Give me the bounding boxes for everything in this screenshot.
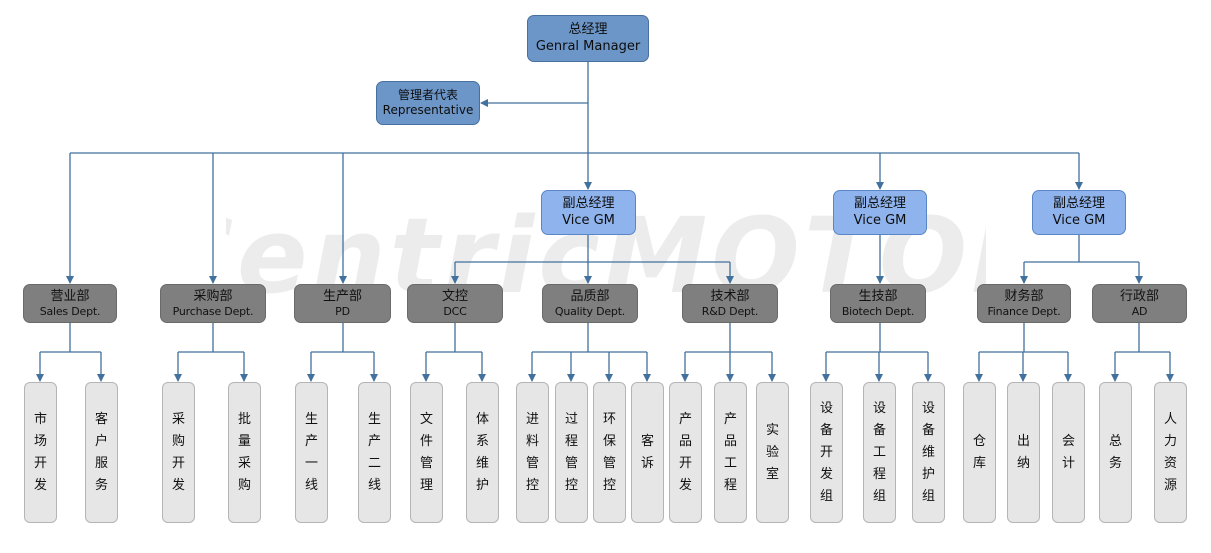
- leaf-env-control: 环保管控: [593, 382, 626, 523]
- vice-gm-en: Vice GM: [562, 212, 615, 228]
- dept-rnd-box: 技术部 R&D Dept.: [682, 284, 778, 323]
- dept-purchase-box: 采购部 Purchase Dept.: [160, 284, 266, 323]
- leaf-label: 实验室: [765, 422, 779, 482]
- vice-gm-cn: 副总经理: [562, 196, 615, 212]
- general-manager-en: Genral Manager: [535, 38, 641, 54]
- leaf-label: 客诉: [640, 433, 654, 471]
- dept-en: DCC: [443, 304, 467, 318]
- leaf-general-affairs: 总务: [1099, 382, 1132, 523]
- general-manager-box: 总经理 Genral Manager: [527, 15, 649, 62]
- representative-box: 管理者代表 Representative: [376, 81, 480, 125]
- leaf-label: 总务: [1108, 433, 1122, 471]
- leaf-line-2: 生产二线: [358, 382, 391, 523]
- leaf-line-1: 生产一线: [295, 382, 328, 523]
- leaf-label: 生产一线: [304, 411, 318, 493]
- leaf-label: 生产二线: [367, 411, 381, 493]
- general-manager-cn: 总经理: [568, 22, 608, 38]
- leaf-label: 批量采购: [237, 411, 251, 493]
- leaf-product-eng: 产品工程: [714, 382, 747, 523]
- leaf-label: 仓库: [972, 433, 986, 471]
- dept-en: Sales Dept.: [39, 304, 101, 318]
- leaf-label: 环保管控: [602, 411, 616, 493]
- dept-en: R&D Dept.: [701, 304, 759, 318]
- leaf-process-control: 过程管控: [555, 382, 588, 523]
- dept-finance-box: 财务部 Finance Dept.: [977, 284, 1071, 323]
- vice-gm-quality-box: 副总经理 Vice GM: [541, 190, 636, 235]
- leaf-label: 设备开发组: [819, 400, 833, 504]
- dept-en: Quality Dept.: [554, 304, 626, 318]
- leaf-label: 文件管理: [419, 411, 433, 493]
- dept-sales-box: 营业部 Sales Dept.: [23, 284, 117, 323]
- dept-cn: 生产部: [322, 288, 362, 304]
- vice-gm-cn: 副总经理: [1052, 196, 1105, 212]
- leaf-incoming-control: 进料管控: [516, 382, 549, 523]
- leaf-bulk-purchase: 批量采购: [228, 382, 261, 523]
- leaf-label: 进料管控: [525, 411, 539, 493]
- leaf-label: 出纳: [1016, 433, 1030, 471]
- leaf-equip-dev: 设备开发组: [810, 382, 843, 523]
- leaf-label: 产品开发: [678, 411, 692, 493]
- leaf-lab: 实验室: [756, 382, 789, 523]
- leaf-hr: 人力资源: [1154, 382, 1187, 523]
- leaf-label: 过程管控: [564, 411, 578, 493]
- dept-en: Biotech Dept.: [841, 304, 915, 318]
- representative-en: Representative: [382, 103, 474, 117]
- leaf-doc-mgmt: 文件管理: [410, 382, 443, 523]
- dept-quality-box: 品质部 Quality Dept.: [542, 284, 638, 323]
- leaf-label: 设备维护组: [921, 400, 935, 504]
- dept-biotech-box: 生技部 Biotech Dept.: [830, 284, 926, 323]
- leaf-warehouse: 仓库: [963, 382, 996, 523]
- vice-gm-en: Vice GM: [853, 212, 907, 228]
- leaf-label: 采购开发: [171, 411, 185, 493]
- dept-admin-box: 行政部 AD: [1092, 284, 1187, 323]
- dept-en: PD: [335, 304, 350, 318]
- dept-cn: 采购部: [193, 288, 233, 304]
- dept-en: AD: [1131, 304, 1148, 318]
- leaf-system-maint: 体系维护: [466, 382, 499, 523]
- leaf-product-dev: 产品开发: [669, 382, 702, 523]
- dept-en: Purchase Dept.: [172, 304, 254, 318]
- leaf-market-dev: 市场开发: [24, 382, 57, 523]
- leaf-equip-maint: 设备维护组: [912, 382, 945, 523]
- leaf-label: 人力资源: [1163, 411, 1177, 493]
- dept-dcc-box: 文控 DCC: [407, 284, 503, 323]
- leaf-label: 体系维护: [475, 411, 489, 493]
- dept-cn: 技术部: [710, 288, 750, 304]
- leaf-complaints: 客诉: [631, 382, 664, 523]
- dept-production-box: 生产部 PD: [294, 284, 391, 323]
- leaf-label: 产品工程: [723, 411, 737, 493]
- leaf-accounting: 会计: [1052, 382, 1085, 523]
- leaf-label: 设备工程组: [872, 400, 886, 504]
- dept-cn: 财务部: [1004, 288, 1044, 304]
- dept-cn: 品质部: [570, 288, 610, 304]
- vice-gm-en: Vice GM: [1052, 212, 1106, 228]
- leaf-purchase-dev: 采购开发: [162, 382, 195, 523]
- dept-cn: 营业部: [50, 288, 90, 304]
- vice-gm-biotech-box: 副总经理 Vice GM: [833, 190, 927, 235]
- dept-cn: 生技部: [858, 288, 898, 304]
- dept-en: Finance Dept.: [987, 304, 1061, 318]
- representative-cn: 管理者代表: [397, 88, 458, 102]
- leaf-label: 客户服务: [94, 411, 108, 493]
- vice-gm-cn: 副总经理: [853, 196, 906, 212]
- dept-cn: 文控: [441, 288, 468, 304]
- leaf-label: 市场开发: [33, 411, 47, 493]
- leaf-equip-eng: 设备工程组: [863, 382, 896, 523]
- leaf-label: 会计: [1061, 433, 1075, 471]
- dept-cn: 行政部: [1119, 288, 1159, 304]
- vice-gm-finance-box: 副总经理 Vice GM: [1032, 190, 1126, 235]
- leaf-customer-service: 客户服务: [85, 382, 118, 523]
- leaf-cashier: 出纳: [1007, 382, 1040, 523]
